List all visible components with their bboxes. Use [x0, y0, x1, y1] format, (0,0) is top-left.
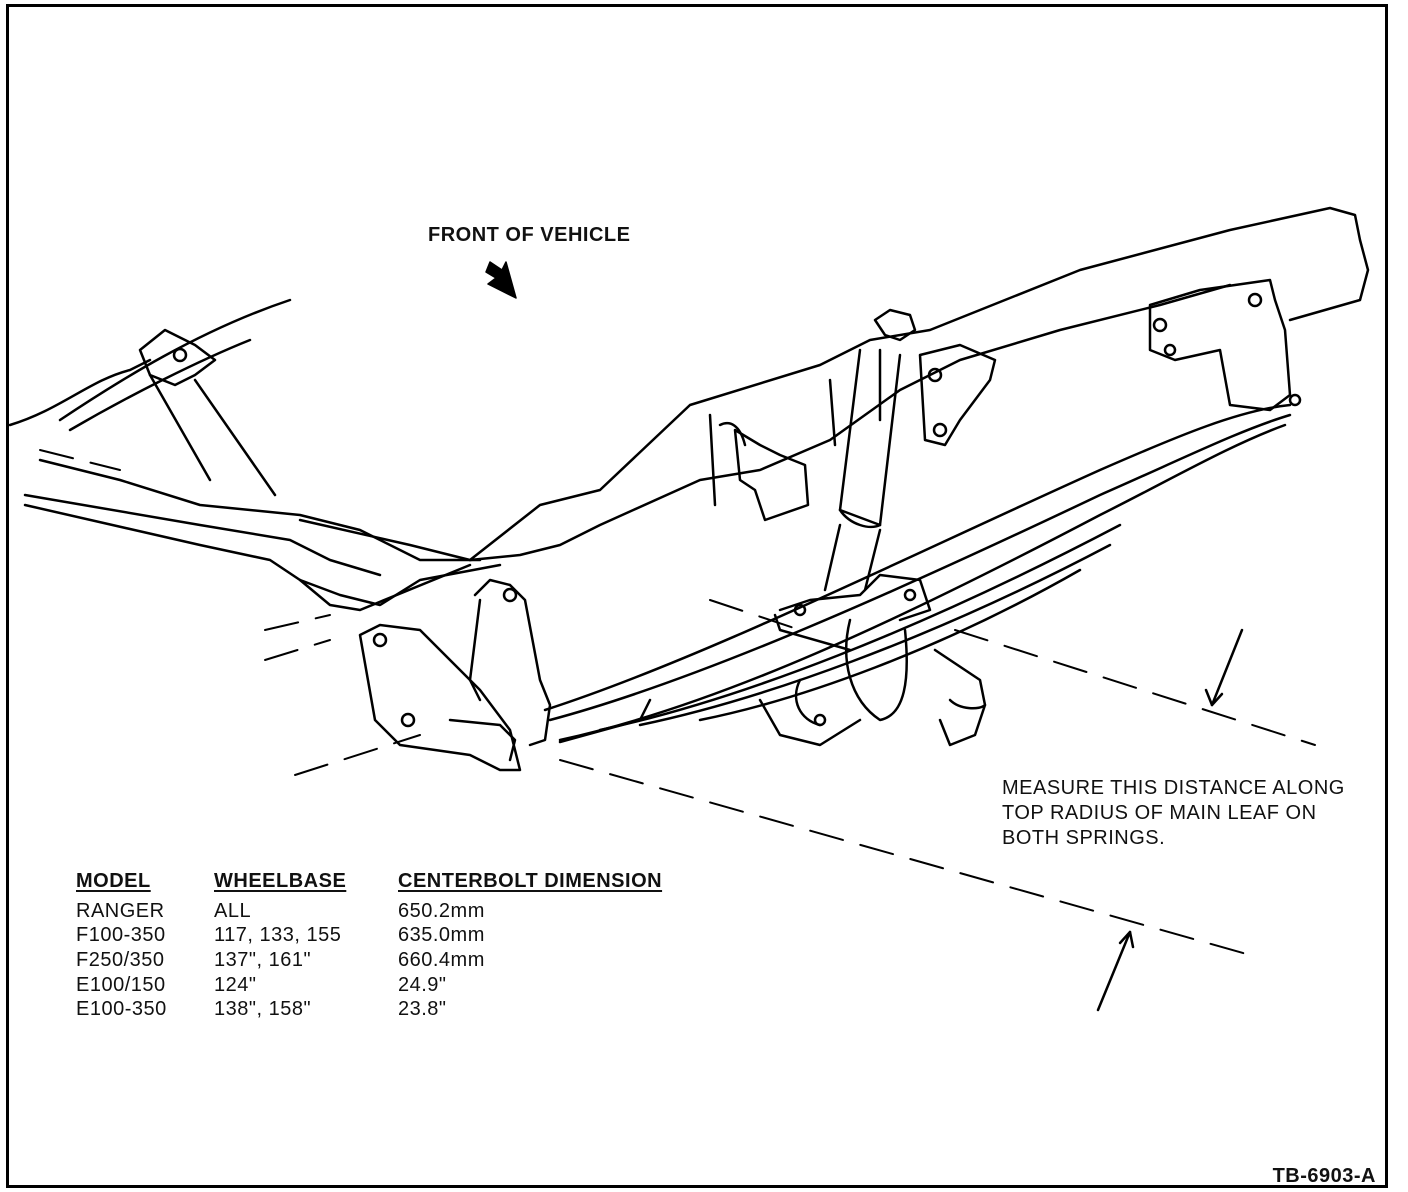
cell-model: E100/150 [76, 973, 166, 996]
figure-border [6, 4, 1388, 1188]
column-header-centerbolt: CENTERBOLT DIMENSION [398, 870, 663, 892]
bump-stop [718, 421, 810, 522]
table-row: E100/150 124" 24.9" [72, 973, 668, 998]
front-spring-hanger [358, 578, 552, 772]
centerbolt-spec-table: MODEL WHEELBASE CENTERBOLT DIMENSION RAN… [72, 870, 668, 1022]
axle-housing [758, 573, 987, 747]
cell-centerbolt: 23.8" [398, 998, 447, 1021]
cell-model: F100-350 [76, 924, 166, 947]
cell-model: RANGER [76, 899, 165, 922]
shock-absorber [823, 308, 917, 592]
front-of-vehicle-arrow-icon [485, 261, 517, 299]
reference-lines [39, 449, 1316, 956]
cell-centerbolt: 660.4mm [398, 948, 485, 971]
cell-wheelbase: 138", 158" [214, 998, 312, 1021]
column-header-model: MODEL [76, 870, 151, 892]
cell-centerbolt: 24.9" [398, 973, 447, 996]
dimension-arrow-lower [1096, 930, 1135, 1012]
cell-centerbolt: 650.2mm [398, 899, 485, 922]
table-header-row: MODEL WHEELBASE CENTERBOLT DIMENSION [72, 870, 668, 899]
front-of-vehicle-label: FRONT OF VEHICLE [428, 224, 631, 246]
measure-note-line: MEASURE THIS DISTANCE ALONG [1002, 777, 1345, 799]
measure-note-line: TOP RADIUS OF MAIN LEAF ON [1002, 802, 1317, 824]
figure-id: TB-6903-A [1272, 1165, 1376, 1187]
dimension-arrow-upper [1204, 628, 1244, 707]
cell-wheelbase: 117, 133, 155 [214, 924, 342, 947]
cell-centerbolt: 635.0mm [398, 924, 485, 947]
table-row: F100-350 117, 133, 155 635.0mm [72, 924, 668, 949]
table-row: F250/350 137", 161" 660.4mm [72, 948, 668, 973]
measure-note: MEASURE THIS DISTANCE ALONG TOP RADIUS O… [1002, 776, 1345, 851]
leaf-spring [543, 403, 1292, 744]
cell-model: E100-350 [76, 998, 167, 1021]
left-front-bracket [138, 328, 277, 497]
table-row: E100-350 138", 158" 23.8" [72, 997, 668, 1022]
rear-hanger-bracket [918, 278, 1302, 447]
column-header-wheelbase: WHEELBASE [214, 870, 347, 892]
cell-wheelbase: ALL [214, 899, 252, 922]
cell-wheelbase: 124" [214, 973, 257, 996]
left-frame-rail [8, 298, 502, 612]
cell-model: F250/350 [76, 948, 165, 971]
measure-note-line: BOTH SPRINGS. [1002, 827, 1166, 849]
crossmember [298, 206, 1370, 562]
cell-wheelbase: 137", 161" [214, 948, 312, 971]
table-row: RANGER ALL 650.2mm [72, 899, 668, 924]
